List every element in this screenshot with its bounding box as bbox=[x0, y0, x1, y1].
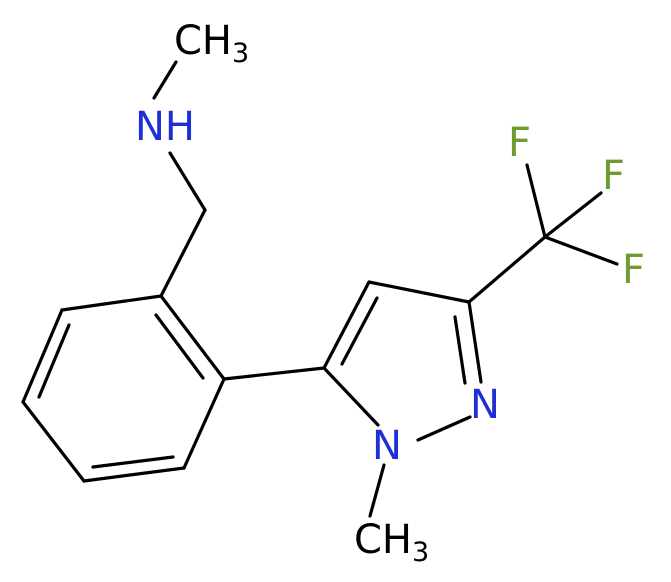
pyrazole-double-c5-c4 bbox=[340, 296, 379, 366]
fluorine-label-1: F bbox=[508, 120, 531, 166]
benzene-bond-6 bbox=[159, 294, 226, 381]
benzene-bond-2 bbox=[21, 308, 64, 404]
bond-cf3-f1 bbox=[525, 163, 547, 239]
methyl-label-top: CH3 bbox=[174, 18, 249, 69]
pyrazole-bond-c4-c3 bbox=[367, 280, 471, 304]
pyrazole-bond-c5-c4 bbox=[322, 280, 371, 370]
benzene-bond-3 bbox=[21, 400, 86, 483]
bond-ch2-ring bbox=[159, 208, 207, 298]
methyl-label-bottom: CH3 bbox=[354, 517, 429, 568]
pyrazole-double-c3-n2 bbox=[453, 315, 467, 385]
benzene-bond-5 bbox=[182, 377, 226, 470]
benzene-bond-4 bbox=[82, 466, 186, 483]
benzene-double-1 bbox=[37, 323, 71, 399]
amine-label: NH bbox=[135, 104, 195, 150]
nitrogen-label-n2: N bbox=[470, 382, 500, 428]
bond-ring-pyrazole bbox=[222, 366, 326, 381]
benzene-double-3 bbox=[154, 313, 205, 380]
bond-c3-cf3 bbox=[467, 235, 547, 304]
nitrogen-label-n1: N bbox=[372, 423, 402, 469]
pyrazole-bond-c3-n2 bbox=[467, 300, 483, 384]
benzene-bond-1 bbox=[60, 294, 163, 312]
pyrazole-bond-n2-n1 bbox=[416, 415, 472, 442]
fluorine-label-2: F bbox=[602, 153, 625, 199]
pyrazole-bond-n1-c5 bbox=[322, 366, 380, 427]
bond-ch3-nh bbox=[152, 60, 178, 100]
bond-layer bbox=[21, 60, 619, 518]
benzene-double-2 bbox=[91, 455, 175, 469]
bond-cf3-f2 bbox=[543, 191, 603, 239]
label-layer: CH3 NH N N CH3 F F F bbox=[135, 18, 645, 568]
bond-nh-ch2 bbox=[168, 151, 207, 212]
bond-cf3-f3 bbox=[543, 235, 619, 266]
fluorine-label-3: F bbox=[622, 247, 645, 293]
bond-n1-ch3 bbox=[368, 463, 386, 518]
